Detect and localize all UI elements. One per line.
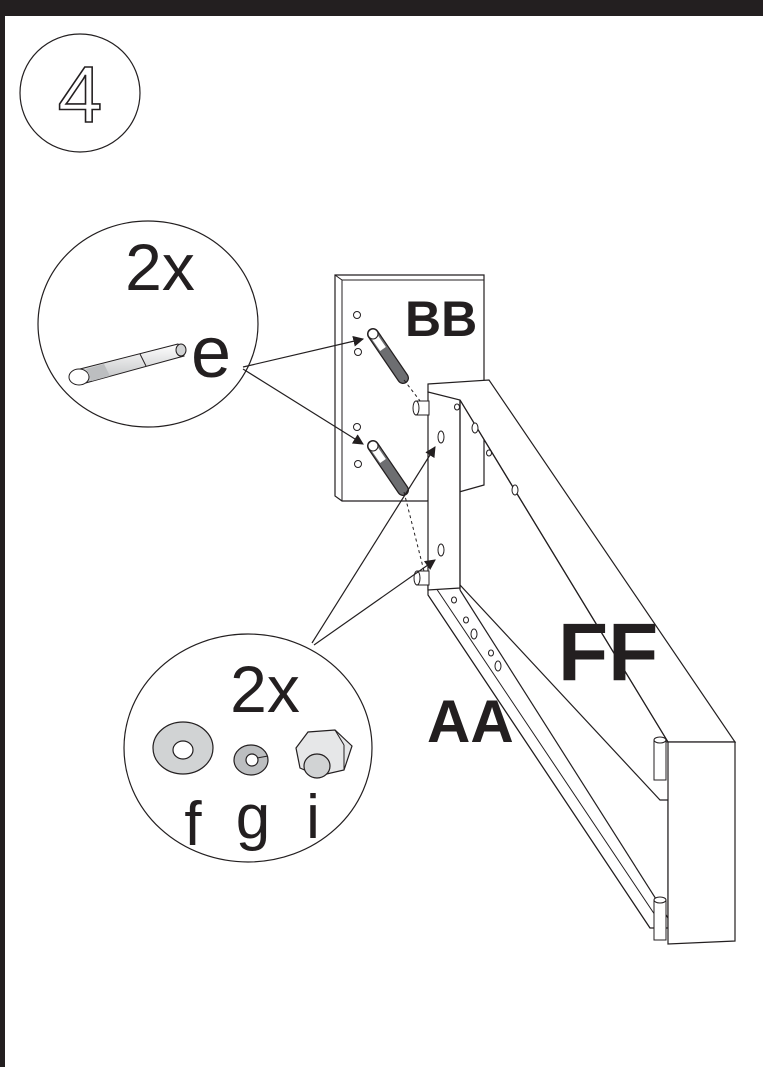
callout-pins: 2x e <box>37 220 259 428</box>
dowel-pin-upper <box>367 328 409 384</box>
hardware-part-i: i <box>306 783 320 852</box>
dowel-pin-lower <box>367 440 409 496</box>
hardware-quantity: 2x <box>230 652 300 726</box>
alignment-lines <box>403 379 426 576</box>
label-bb: BB <box>405 291 477 347</box>
hex-nut-icon <box>295 729 353 779</box>
pins-part-letter: e <box>191 313 231 393</box>
pins-quantity: 2x <box>125 230 195 304</box>
lock-washer-icon <box>233 744 269 776</box>
hardware-arrows <box>311 446 436 646</box>
step-number: 4 <box>58 50 103 139</box>
step-number-badge: 4 <box>19 33 141 153</box>
hardware-part-g: g <box>236 783 270 852</box>
label-aa: AA <box>427 688 514 755</box>
dowel-pin-icon <box>68 343 187 386</box>
callout-hardware: 2x f g i <box>123 633 373 863</box>
rail-aa: AA <box>427 584 669 929</box>
rail-ff: FF <box>427 379 737 945</box>
flat-washer-icon <box>152 721 214 775</box>
pin-arrows <box>242 335 365 445</box>
label-ff: FF <box>558 607 658 698</box>
hardware-part-f: f <box>184 790 202 859</box>
